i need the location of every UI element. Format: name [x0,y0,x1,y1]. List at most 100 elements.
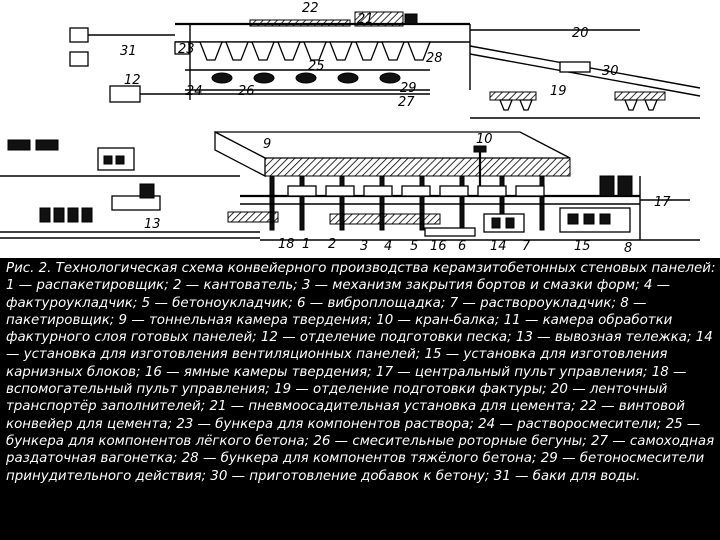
label-9: 9 [263,137,271,152]
mixer [295,72,317,84]
caption-text: Рис. 2. Технологическая схема конвейерно… [6,261,716,484]
forms [287,185,545,197]
mixing-department [175,11,471,100]
label-31: 31 [120,44,137,59]
label-28: 28 [426,51,443,66]
form [477,185,507,197]
control-desk-screen [115,155,125,165]
scheme-svg: 22 21 20 31 23 28 30 25 12 24 26 29 27 1… [0,1,701,256]
vibro-platform [329,213,441,225]
additive-unit-30 [559,61,591,73]
label-12: 12 [124,73,141,88]
hopper [407,41,431,61]
facing-hopper [489,91,537,101]
mixer [379,72,401,84]
label-20: 20 [572,26,589,41]
belt-line-2 [469,53,701,97]
label-22: 22 [302,1,319,16]
aggregate-belt-conveyor [469,29,701,97]
label-26: 26 [238,84,255,99]
export-trolley [111,195,161,211]
left-equipment [0,27,260,239]
tunnel-chamber-front [264,157,571,177]
form [515,185,545,197]
cornice-block [599,213,611,225]
control-desk-screen [103,155,113,165]
label-4: 4 [384,239,392,254]
label-10: 10 [476,132,493,147]
mixer [211,72,233,84]
label-14: 14 [490,239,507,254]
label-25: 25 [308,59,325,74]
label-23: 23 [178,42,195,57]
hopper [329,41,353,61]
storage-block [7,139,31,151]
label-8: 8 [624,241,632,256]
pit-chamber [424,227,476,237]
storage-block [35,139,59,151]
hopper-23-box [174,41,190,55]
form [363,185,393,197]
tunnel-chamber-side [214,130,266,178]
block [53,207,65,223]
facing-preparation [470,91,700,119]
water-tank [69,51,89,67]
vent-panel [505,217,515,229]
form [325,185,355,197]
water-tank [69,27,89,43]
mixer [337,72,359,84]
label-24: 24 [186,84,203,99]
hopper [355,41,379,61]
post [419,175,425,231]
form [287,185,317,197]
label-21: 21 [357,12,374,27]
block [39,207,51,223]
mixer-row [211,72,401,84]
label-29: 29 [400,81,417,96]
label-5: 5 [410,239,418,254]
facing-funnel [499,99,513,111]
technological-scheme-drawing: 22 21 20 31 23 28 30 25 12 24 26 29 27 1… [0,0,720,258]
post [269,175,275,231]
screw-conveyor-cement [249,19,351,27]
label-17: 17 [654,195,671,210]
figure-labels: 22 21 20 31 23 28 30 25 12 24 26 29 27 1… [120,1,671,256]
label-3: 3 [360,239,368,254]
hopper [225,41,249,61]
cornice-block [583,213,595,225]
hopper [277,41,301,61]
label-2: 2 [328,237,336,252]
pneumatic-cement-head [404,13,418,25]
crane-trolley [473,145,487,153]
label-13: 13 [144,217,161,232]
label-18: 18 [278,237,295,252]
sand-prep-unit [109,85,141,103]
label-7: 7 [522,239,531,254]
figure-caption: Рис. 2. Технологическая схема конвейерно… [0,258,720,540]
pneumatic-cement-unit [354,11,404,27]
label-19: 19 [550,84,567,99]
label-27: 27 [398,95,415,110]
panel-stack [617,175,633,197]
block [67,207,79,223]
facing-hopper [614,91,666,101]
post [459,175,465,231]
label-15: 15 [574,239,591,254]
post [379,175,385,231]
mixer [253,72,275,84]
label-16: 16 [430,239,447,254]
hopper-row [199,41,431,61]
post [539,175,545,231]
conveyor-line [214,130,700,241]
vent-panel [491,217,501,229]
form [439,185,469,197]
cornice-block [567,213,579,225]
block [81,207,93,223]
vent-panel-unit [483,213,525,233]
panel-stack [599,175,615,197]
facing-funnel [624,99,638,111]
hopper [199,41,223,61]
post [299,175,305,231]
hopper [251,41,275,61]
facing-funnel [644,99,658,111]
